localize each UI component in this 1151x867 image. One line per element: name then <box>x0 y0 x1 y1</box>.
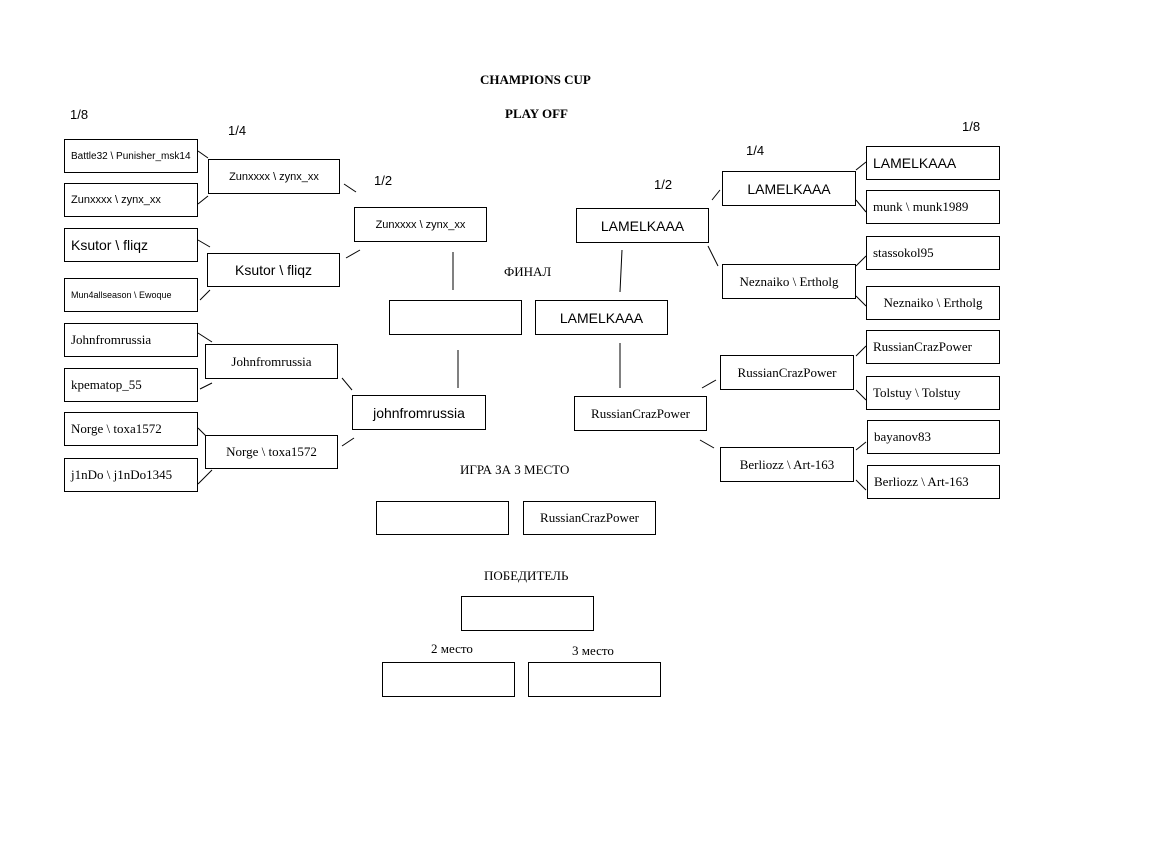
right-eighth-slot-5: RussianCrazPower <box>866 330 1000 364</box>
round-label-left-semi: 1/2 <box>374 173 393 188</box>
left-quarter-slot-4: Norge \ toxa1572 <box>205 435 338 469</box>
round-label-right-semi: 1/2 <box>654 177 673 192</box>
right-semi-slot-1: LAMELKAAA <box>576 208 709 243</box>
right-eighth-slot-2: munk \ munk1989 <box>866 190 1000 224</box>
left-semi-slot-1: Zunxxxx \ zynx_xx <box>354 207 487 242</box>
left-eighth-slot-8: j1nDo \ j1nDo1345 <box>64 458 198 492</box>
final-slot-left <box>389 300 522 335</box>
bracket-subtitle: PLAY OFF <box>505 106 568 121</box>
right-semi-slot-2: RussianCrazPower <box>574 396 707 431</box>
left-eighth-slot-7: Norge \ toxa1572 <box>64 412 198 446</box>
round-label-left-quarter: 1/4 <box>228 123 247 138</box>
winner-slot <box>461 596 594 631</box>
right-eighth-slot-3: stassokol95 <box>866 236 1000 270</box>
third-place-match-label: ИГРА ЗА 3 МЕСТО <box>460 462 570 477</box>
right-quarter-slot-3: RussianCrazPower <box>720 355 854 390</box>
left-eighth-slot-3: Ksutor \ fliqz <box>64 228 198 262</box>
right-eighth-slot-6: Tolstuy \ Tolstuy <box>866 376 1000 410</box>
left-semi-slot-2: johnfromrussia <box>352 395 486 430</box>
second-place-slot <box>382 662 515 697</box>
right-quarter-slot-4: Berliozz \ Art-163 <box>720 447 854 482</box>
left-eighth-slot-6: kpematop_55 <box>64 368 198 402</box>
right-quarter-slot-1: LAMELKAAA <box>722 171 856 206</box>
left-quarter-slot-3: Johnfromrussia <box>205 344 338 379</box>
right-eighth-slot-8: Berliozz \ Art-163 <box>867 465 1000 499</box>
left-eighth-slot-4: Mun4allseason \ Ewoque <box>64 278 198 312</box>
winner-label: ПОБЕДИТЕЛЬ <box>484 568 569 583</box>
round-label-right-quarter: 1/4 <box>746 143 765 158</box>
right-eighth-slot-7: bayanov83 <box>867 420 1000 454</box>
round-label-right-eighth: 1/8 <box>962 119 981 134</box>
left-quarter-slot-1: Zunxxxx \ zynx_xx <box>208 159 340 194</box>
second-place-label: 2 место <box>431 641 473 656</box>
right-quarter-slot-2: Neznaiko \ Ertholg <box>722 264 856 299</box>
right-eighth-slot-1: LAMELKAAA <box>866 146 1000 180</box>
round-label-left-eighth: 1/8 <box>70 107 89 122</box>
left-quarter-slot-2: Ksutor \ fliqz <box>207 253 340 287</box>
final-slot-right: LAMELKAAA <box>535 300 668 335</box>
left-eighth-slot-1: Battle32 \ Punisher_msk14 <box>64 139 198 173</box>
third-place-slot-right: RussianCrazPower <box>523 501 656 535</box>
final-label: ФИНАЛ <box>504 264 552 279</box>
bracket-title: CHAMPIONS CUP <box>480 72 591 87</box>
left-eighth-slot-5: Johnfromrussia <box>64 323 198 357</box>
third-place-slot-left <box>376 501 509 535</box>
third-place-label: 3 место <box>572 643 614 658</box>
left-eighth-slot-2: Zunxxxx \ zynx_xx <box>64 183 198 217</box>
third-place-slot <box>528 662 661 697</box>
right-eighth-slot-4: Neznaiko \ Ertholg <box>866 286 1000 320</box>
